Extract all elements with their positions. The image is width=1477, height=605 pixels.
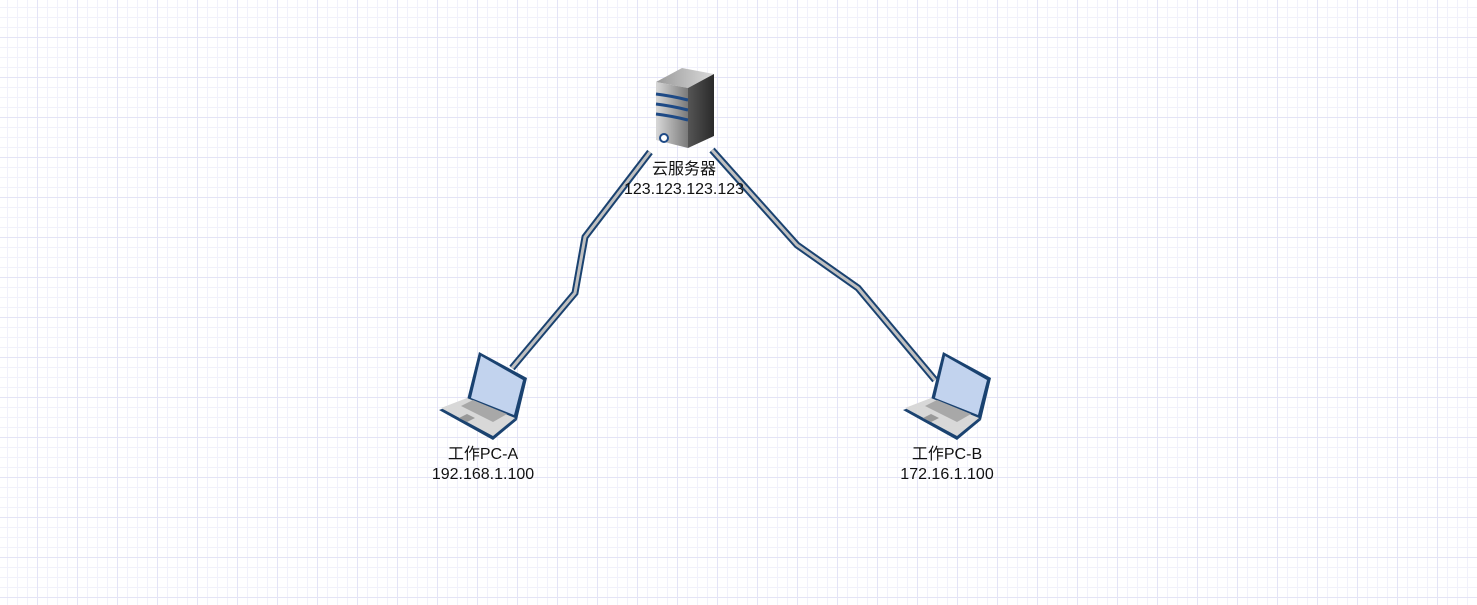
- pc-a-label: 工作PC-A 192.168.1.100: [432, 445, 534, 485]
- laptop-icon[interactable]: [901, 352, 993, 442]
- link-server-pc-b[interactable]: [709, 147, 938, 383]
- pc-a-name: 工作PC-A: [447, 446, 519, 463]
- link-server-pc-a[interactable]: [509, 149, 653, 371]
- pc-b-name: 工作PC-B: [911, 446, 983, 463]
- server-name: 云服务器: [651, 161, 716, 178]
- pc-b-label: 工作PC-B 172.16.1.100: [900, 445, 993, 485]
- server-ip: 123.123.123.123: [623, 181, 745, 198]
- pc-a-ip: 192.168.1.100: [431, 466, 535, 483]
- server-label: 云服务器 123.123.123.123: [624, 160, 744, 200]
- pc-b-ip: 172.16.1.100: [900, 466, 994, 483]
- laptop-icon[interactable]: [437, 352, 529, 442]
- server-icon[interactable]: [652, 66, 716, 150]
